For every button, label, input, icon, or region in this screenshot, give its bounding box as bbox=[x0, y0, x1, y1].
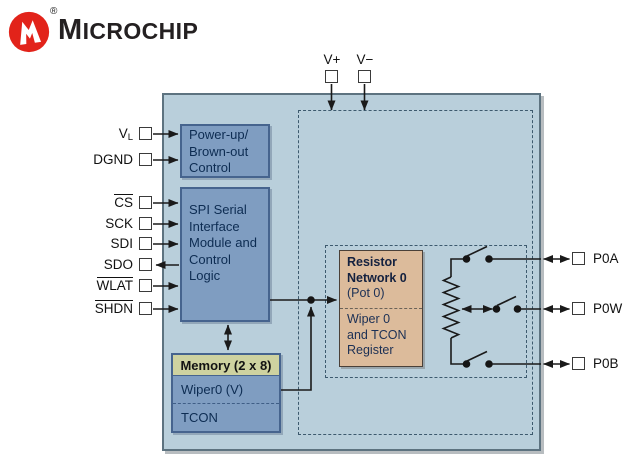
pin-p0w-box bbox=[572, 302, 585, 315]
pot-subtitle: (Pot 0) bbox=[347, 286, 385, 300]
pin-sdi-box bbox=[139, 237, 152, 250]
pin-vl-box bbox=[139, 127, 152, 140]
pin-cs-box bbox=[139, 196, 152, 209]
microchip-logo-text: MICROCHIP bbox=[58, 14, 199, 46]
memory-row-wiper0: Wiper0 (V) bbox=[173, 376, 279, 404]
pin-vminus-label: V− bbox=[356, 52, 374, 67]
pin-vplus-label: V+ bbox=[323, 52, 341, 67]
pot-dashed-boundary bbox=[325, 245, 527, 378]
spi-block: SPI Serial Interface Module and Control … bbox=[180, 187, 270, 322]
memory-block: Memory (2 x 8) Wiper0 (V) TCON bbox=[171, 353, 281, 433]
pin-p0w-label: P0W bbox=[593, 301, 623, 316]
pin-sck-box bbox=[139, 217, 152, 230]
pot-block: Resistor Network 0 (Pot 0) Wiper 0 and T… bbox=[339, 250, 423, 367]
pin-p0b-label: P0B bbox=[593, 356, 619, 371]
pin-sck-label: SCK bbox=[105, 216, 133, 231]
pin-vl-label: VL bbox=[118, 126, 133, 143]
pin-vminus-box bbox=[358, 70, 371, 83]
memory-row-tcon: TCON bbox=[181, 410, 218, 425]
registered-mark: ® bbox=[50, 6, 58, 17]
pin-cs-label: CS bbox=[114, 194, 133, 210]
microchip-logo-icon bbox=[8, 11, 50, 52]
pin-sdo-box bbox=[139, 258, 152, 271]
pin-p0a-box bbox=[572, 252, 585, 265]
right-pin-wires bbox=[543, 255, 570, 368]
pin-shdn-box bbox=[139, 302, 152, 315]
pin-sdi-label: SDI bbox=[110, 236, 133, 251]
pin-dgnd-box bbox=[139, 153, 152, 166]
pin-p0b-box bbox=[572, 357, 585, 370]
pot-block-top: Resistor Network 0 (Pot 0) bbox=[340, 251, 422, 309]
pin-wlat-label: WLAT bbox=[96, 277, 133, 293]
pot-title: Resistor Network 0 bbox=[347, 255, 407, 285]
pin-dgnd-label: DGND bbox=[93, 152, 133, 167]
pin-vplus-box bbox=[325, 70, 338, 83]
memory-header: Memory (2 x 8) bbox=[173, 355, 279, 376]
pin-sdo-label: SDO bbox=[103, 257, 133, 272]
pin-wlat-box bbox=[139, 279, 152, 292]
microchip-logo: ® MICROCHIP bbox=[6, 6, 199, 54]
power-block: Power-up/ Brown-out Control bbox=[180, 124, 270, 178]
pot-body: Wiper 0 and TCON Register bbox=[347, 312, 407, 357]
analog-dashed-boundary bbox=[298, 110, 533, 435]
pin-shdn-label: SHDN bbox=[94, 300, 133, 316]
pin-p0a-label: P0A bbox=[593, 251, 619, 266]
